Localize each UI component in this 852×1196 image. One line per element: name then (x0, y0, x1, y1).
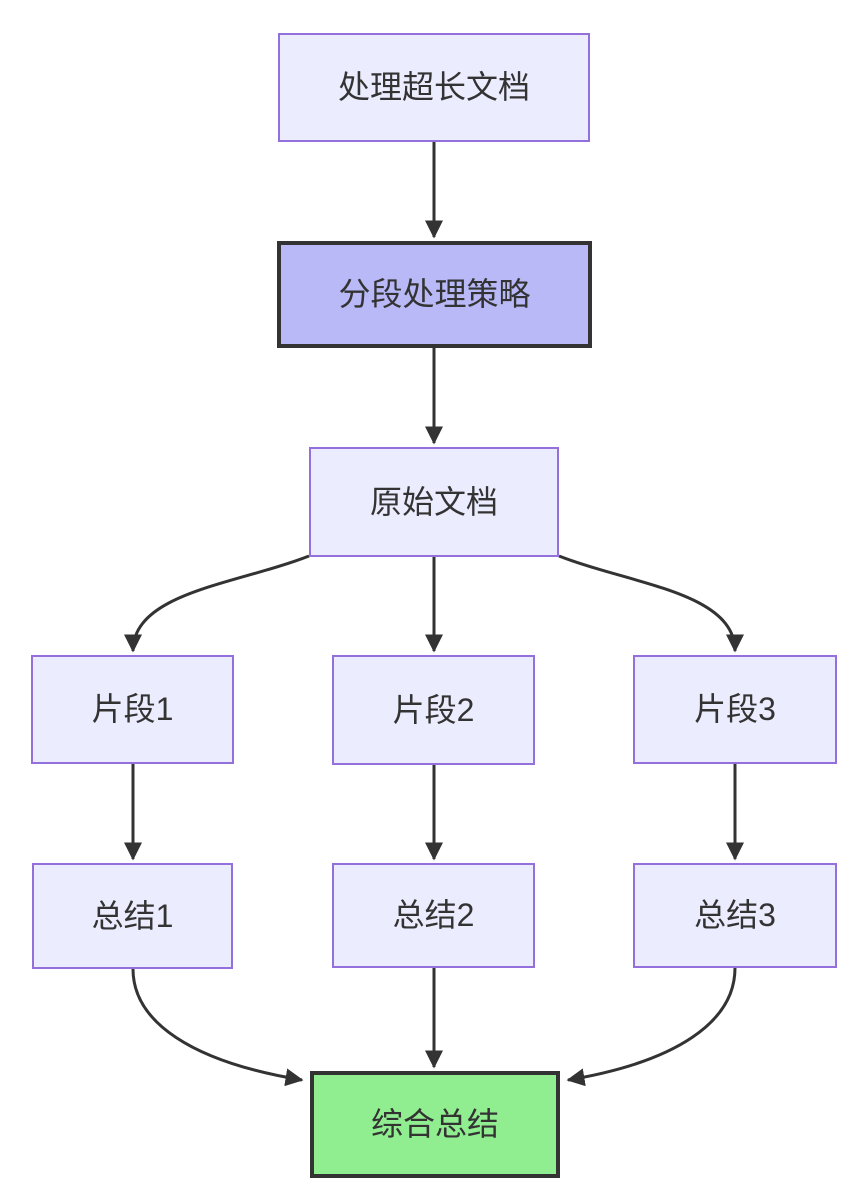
node-fragment-3: 片段3 (633, 655, 837, 764)
node-combined-summary-label: 综合总结 (370, 1106, 499, 1143)
node-segment-strategy-label: 分段处理策略 (338, 276, 531, 313)
node-fragment-1: 片段1 (31, 655, 234, 764)
node-summary-2: 总结2 (332, 863, 535, 968)
node-process-long-doc-label: 处理超长文档 (337, 69, 530, 106)
node-fragment-1-label: 片段1 (91, 691, 174, 728)
node-summary-3-label: 总结3 (694, 897, 776, 934)
node-combined-summary: 综合总结 (310, 1071, 560, 1178)
node-fragment-3-label: 片段3 (694, 691, 776, 728)
node-summary-1: 总结1 (32, 863, 233, 969)
node-original-doc: 原始文档 (309, 447, 559, 557)
edge-summary3-to-combined (566, 967, 737, 1087)
node-segment-strategy: 分段处理策略 (277, 241, 592, 348)
node-original-doc-label: 原始文档 (369, 483, 498, 520)
edge-original-to-fragment1 (124, 554, 310, 653)
node-fragment-2-label: 片段2 (392, 691, 475, 728)
edge-summary1-to-combined (131, 968, 304, 1087)
node-fragment-2: 片段2 (332, 655, 535, 765)
node-process-long-doc: 处理超长文档 (278, 33, 590, 142)
edge-original-to-fragment3 (558, 554, 744, 653)
node-summary-3: 总结3 (633, 863, 837, 968)
node-summary-1-label: 总结1 (91, 897, 174, 934)
node-summary-2-label: 总结2 (392, 897, 475, 934)
